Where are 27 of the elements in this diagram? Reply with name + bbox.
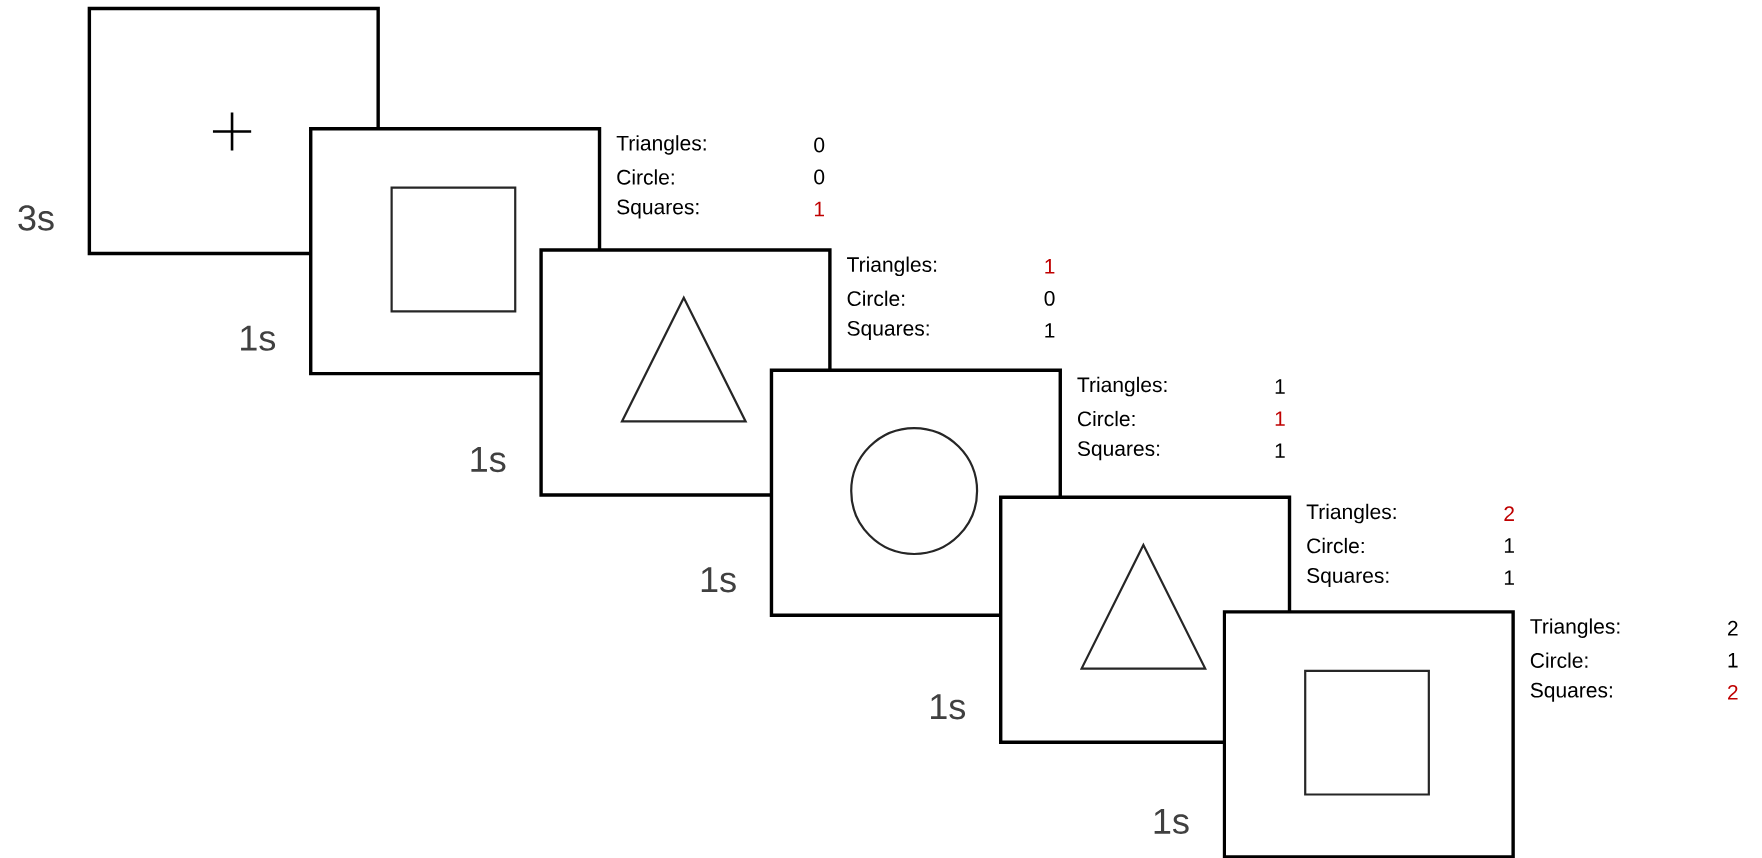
duration-label: 1s [701, 567, 736, 593]
count-label: Squares: [1307, 568, 1389, 588]
count-value: 2 [1728, 620, 1738, 636]
count-value: 1 [1275, 379, 1285, 394]
duration-label: 1s [241, 325, 276, 351]
count-value: 0 [814, 169, 825, 185]
count-value: 1 [814, 201, 824, 217]
count-value: 1 [1275, 443, 1285, 458]
count-value: 2 [1728, 684, 1738, 700]
duration-label: 1s [471, 447, 506, 473]
count-value: 0 [814, 137, 825, 153]
count-label: Circle: [1307, 537, 1364, 554]
duration-label: 1s [931, 694, 966, 720]
count-value: 1 [1045, 259, 1055, 274]
count-value: 1 [1728, 653, 1738, 668]
count-value: 1 [1504, 570, 1514, 585]
screen-frame [1222, 610, 1515, 858]
count-label: Squares: [1077, 441, 1160, 461]
count-value: 1 [1504, 538, 1514, 553]
count-label: Squares: [847, 320, 929, 340]
count-label: Squares: [617, 199, 699, 219]
count-value: 2 [1504, 506, 1514, 521]
duration-label: 3s [18, 205, 54, 231]
count-value: 1 [1045, 323, 1055, 338]
count-value: 1 [1275, 411, 1285, 426]
count-value: 0 [1044, 290, 1055, 306]
duration-label: 1s [1154, 808, 1189, 834]
